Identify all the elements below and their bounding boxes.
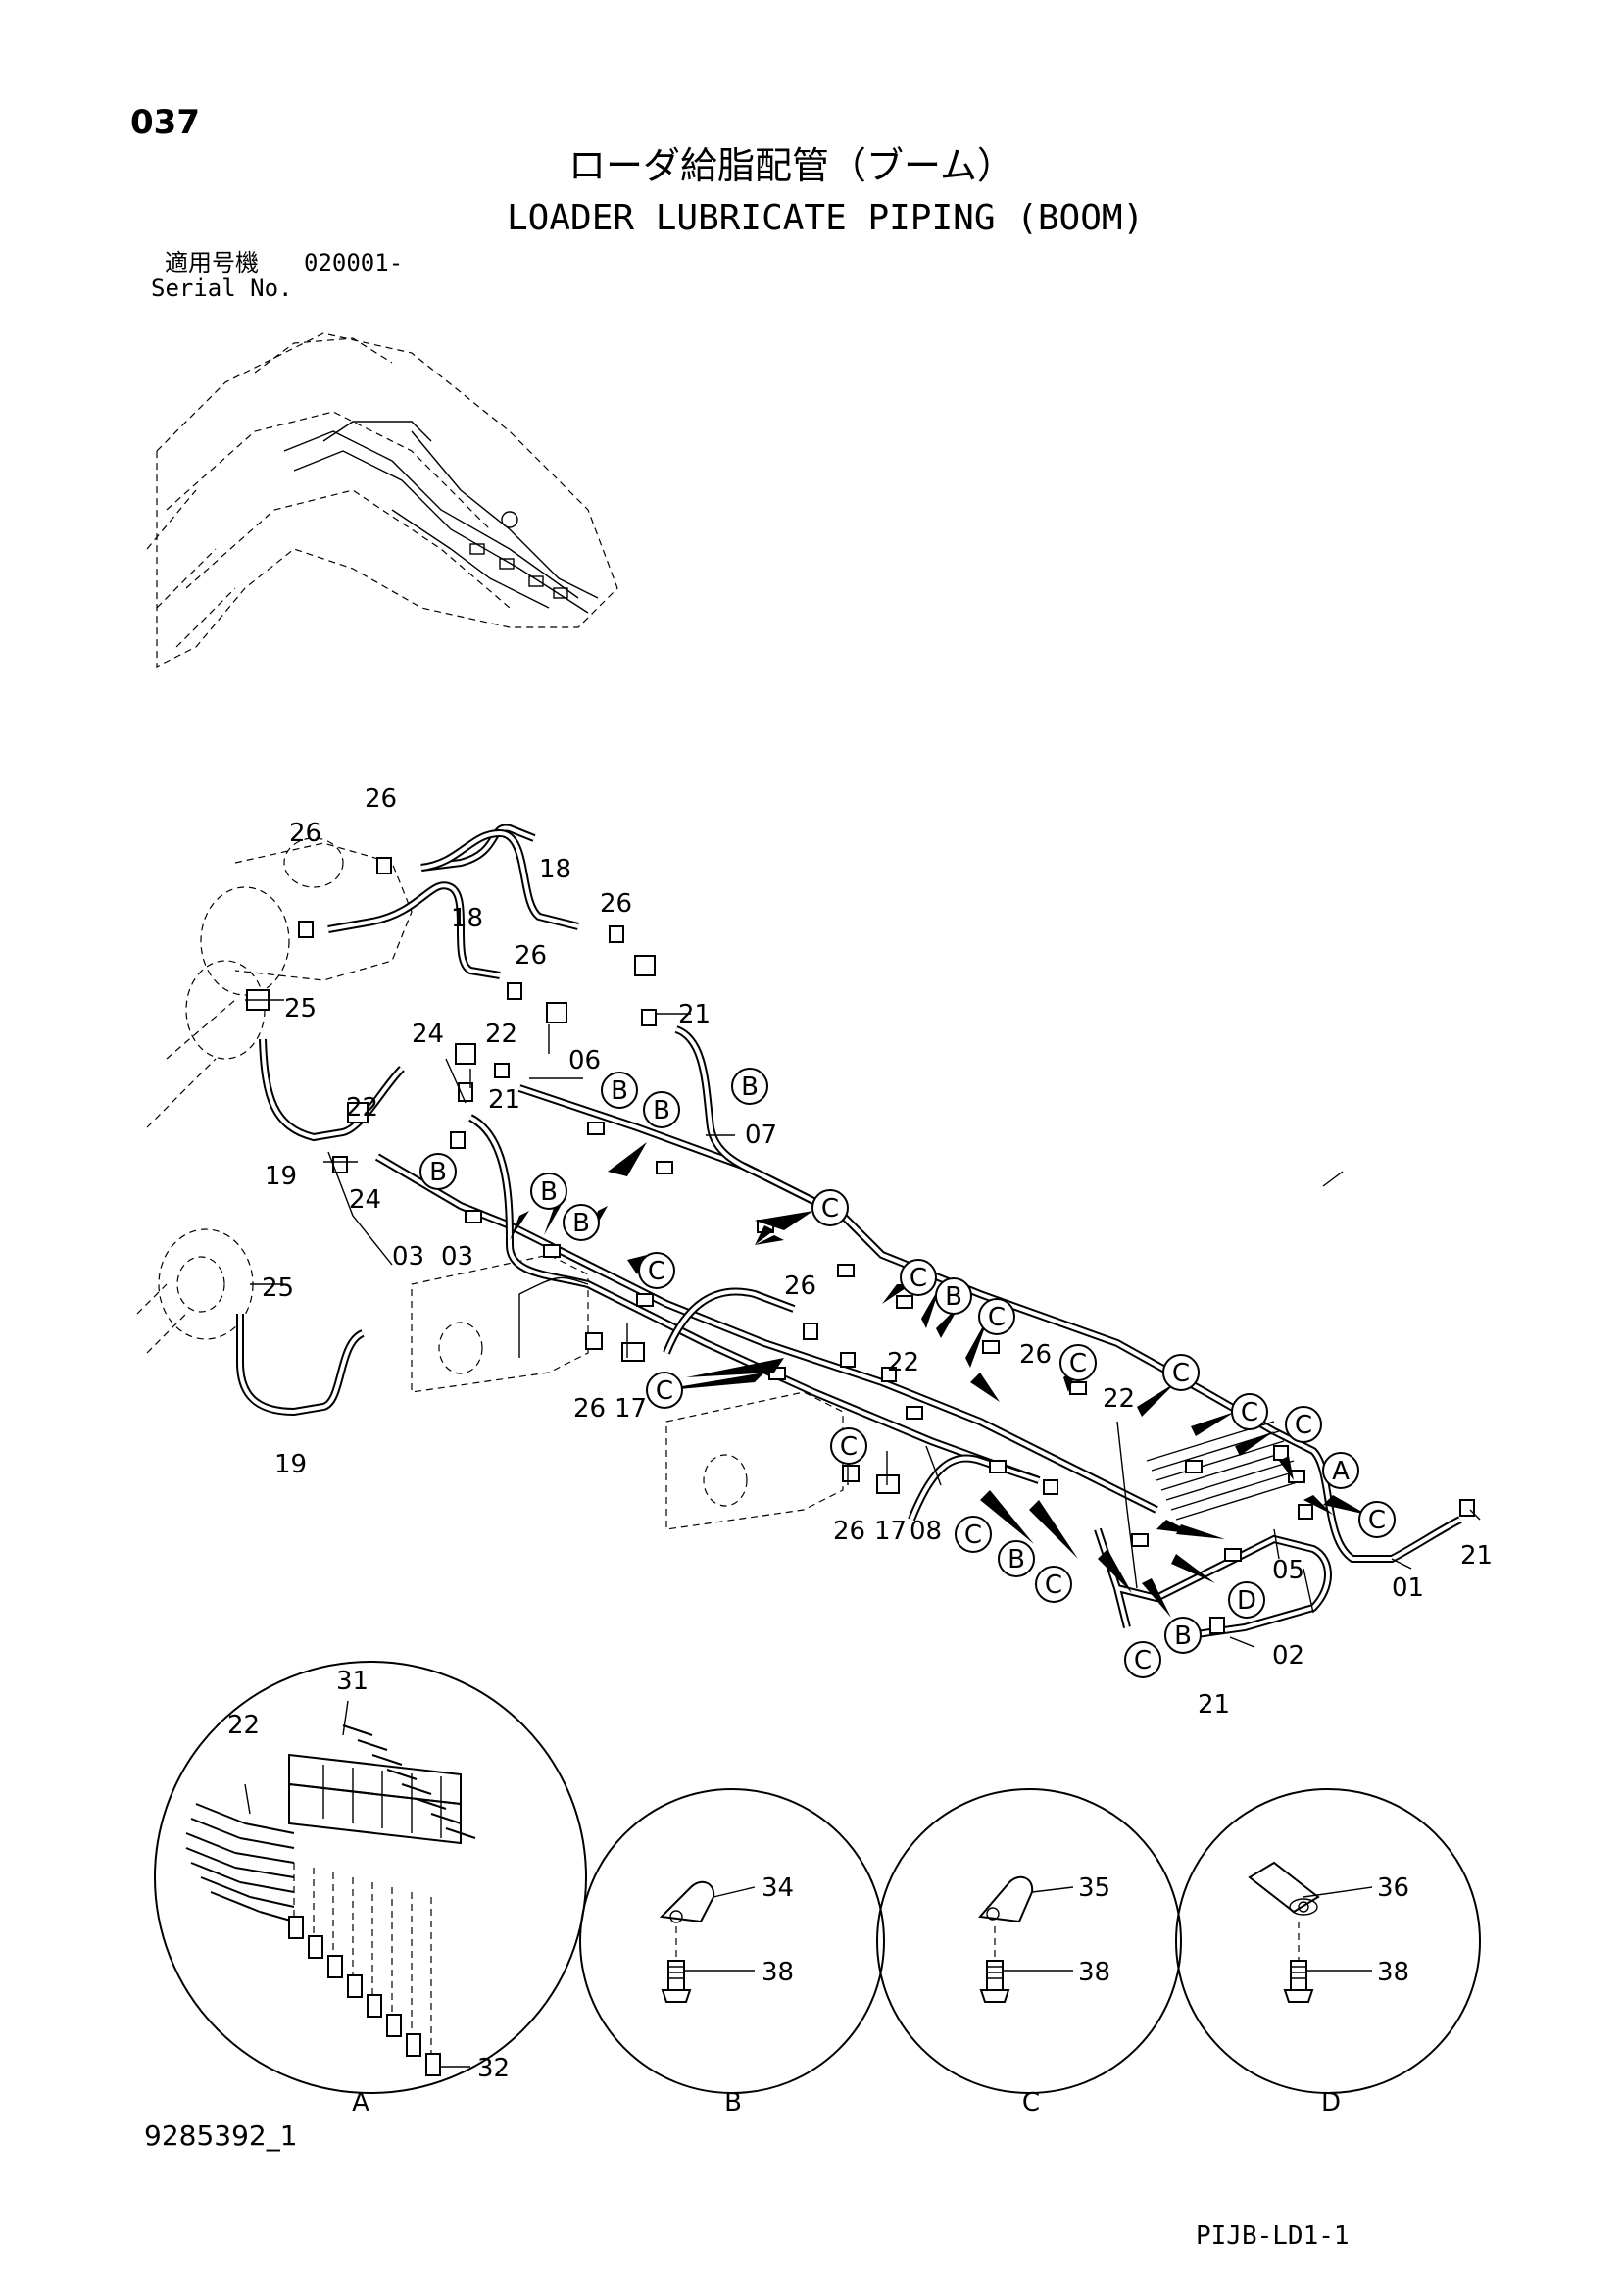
- callout-22: 22: [1103, 1384, 1135, 1414]
- callout-34: 34: [762, 1873, 794, 1903]
- detail-a: [154, 1661, 587, 2094]
- callout-21: 21: [1460, 1541, 1493, 1571]
- detail-ref-c: C: [648, 1257, 665, 1286]
- callout-38: 38: [1078, 1958, 1110, 1987]
- callout-22: 22: [346, 1093, 378, 1123]
- detail-ref-c: C: [656, 1376, 673, 1406]
- leader-lines: [245, 999, 1481, 1648]
- callout-22: 22: [227, 1711, 260, 1740]
- callout-26: 26: [600, 889, 632, 919]
- detail-ref-b: B: [1174, 1622, 1192, 1651]
- detail-ref-c: C: [910, 1264, 927, 1293]
- callout-08: 08: [910, 1517, 942, 1546]
- detail-ref-c: C: [1069, 1349, 1087, 1378]
- callout-32: 32: [477, 2054, 510, 2083]
- detail-ref-b: B: [429, 1158, 447, 1187]
- callout-26: 26: [515, 941, 547, 971]
- detail-label-d: D: [1321, 2088, 1341, 2118]
- callout-35: 35: [1078, 1873, 1110, 1903]
- callout-36: 36: [1377, 1873, 1409, 1903]
- detail-ref-b: B: [741, 1073, 759, 1102]
- callout-05: 05: [1272, 1556, 1304, 1585]
- callout-02: 02: [1272, 1641, 1304, 1671]
- detail-c: [876, 1788, 1182, 2094]
- detail-a-labels: 31 22 32 A: [227, 1667, 510, 2118]
- detail-c-labels: 35 38 C: [1022, 1873, 1110, 2118]
- piping: [236, 824, 1462, 1641]
- callout-26: 26: [573, 1394, 606, 1423]
- callout-38: 38: [762, 1958, 794, 1987]
- detail-ref-b: B: [653, 1096, 670, 1125]
- callout-38: 38: [1377, 1958, 1409, 1987]
- callout-numbers: 26 26 18 26 18 26 25 21 24 22 06 22 21 1…: [262, 784, 1493, 1720]
- callout-26: 26: [365, 784, 397, 814]
- detail-ref-c: C: [1172, 1359, 1190, 1388]
- callout-25: 25: [262, 1273, 294, 1303]
- drawing-number: 9285392_1: [144, 2120, 298, 2152]
- overview-sketch: [146, 332, 618, 668]
- detail-ref-b: B: [540, 1177, 558, 1207]
- callout-26: 26: [1019, 1340, 1052, 1370]
- fittings: [246, 857, 1475, 1634]
- callout-21: 21: [1198, 1690, 1230, 1720]
- detail-label-c: C: [1022, 2088, 1040, 2118]
- detail-ref-b: B: [945, 1282, 962, 1312]
- detail-ref-bubbles: B B B B B B C C C B C C C C C C C A C C …: [419, 1068, 1396, 1678]
- callout-26: 26: [833, 1517, 865, 1546]
- callout-03: 03: [441, 1242, 473, 1272]
- callout-01: 01: [1392, 1573, 1424, 1603]
- detail-ref-c: C: [1295, 1411, 1312, 1440]
- callout-03: 03: [392, 1242, 424, 1272]
- detail-ref-b: B: [611, 1076, 628, 1106]
- callout-22: 22: [485, 1020, 517, 1049]
- page-number: 037: [130, 103, 200, 142]
- page-title-japanese: ローダ給脂配管（ブーム）: [568, 144, 1014, 187]
- serial-label-english: Serial No.: [151, 275, 293, 302]
- detail-ref-c: C: [1045, 1571, 1062, 1600]
- detail-label-b: B: [724, 2088, 742, 2118]
- callout-26: 26: [784, 1272, 816, 1301]
- callout-26: 26: [289, 819, 321, 848]
- callout-17: 17: [615, 1394, 647, 1423]
- callout-25: 25: [284, 994, 317, 1023]
- callout-19: 19: [274, 1450, 307, 1479]
- detail-ref-c: C: [1241, 1398, 1258, 1427]
- callout-06: 06: [568, 1046, 601, 1075]
- callout-21: 21: [678, 1000, 711, 1029]
- detail-ref-c: C: [988, 1303, 1006, 1332]
- callout-18: 18: [451, 904, 483, 933]
- detail-ref-c: C: [964, 1521, 982, 1550]
- detail-d: [1175, 1788, 1481, 2094]
- detail-ref-b: B: [572, 1209, 590, 1238]
- callout-24: 24: [412, 1020, 444, 1049]
- detail-label-a: A: [352, 2088, 369, 2118]
- detail-ref-c: C: [840, 1432, 858, 1462]
- detail-b-labels: 34 38 B: [724, 1873, 794, 2118]
- sheet-code: PIJB-LD1-1: [1196, 2221, 1350, 2251]
- detail-b: [579, 1788, 885, 2094]
- detail-ref-c: C: [821, 1194, 839, 1223]
- callout-24: 24: [349, 1185, 381, 1215]
- callout-17: 17: [874, 1517, 907, 1546]
- serial-number-value: 020001-: [304, 249, 404, 276]
- serial-label-japanese: 適用号機: [165, 249, 259, 276]
- detail-d-labels: 36 38 D: [1321, 1873, 1409, 2118]
- detail-ref-d: D: [1237, 1586, 1256, 1616]
- callout-07: 07: [745, 1121, 777, 1150]
- callout-18: 18: [539, 855, 571, 884]
- callout-21: 21: [488, 1085, 520, 1115]
- callout-22: 22: [887, 1348, 919, 1377]
- page-title-english: LOADER LUBRICATE PIPING (BOOM): [507, 198, 1145, 238]
- callout-31: 31: [336, 1667, 369, 1696]
- detail-ref-b: B: [1008, 1545, 1025, 1574]
- detail-ref-a: A: [1332, 1457, 1350, 1486]
- detail-ref-c: C: [1134, 1646, 1152, 1675]
- detail-ref-c: C: [1368, 1506, 1386, 1535]
- background-components: [136, 837, 844, 1530]
- callout-19: 19: [265, 1162, 297, 1191]
